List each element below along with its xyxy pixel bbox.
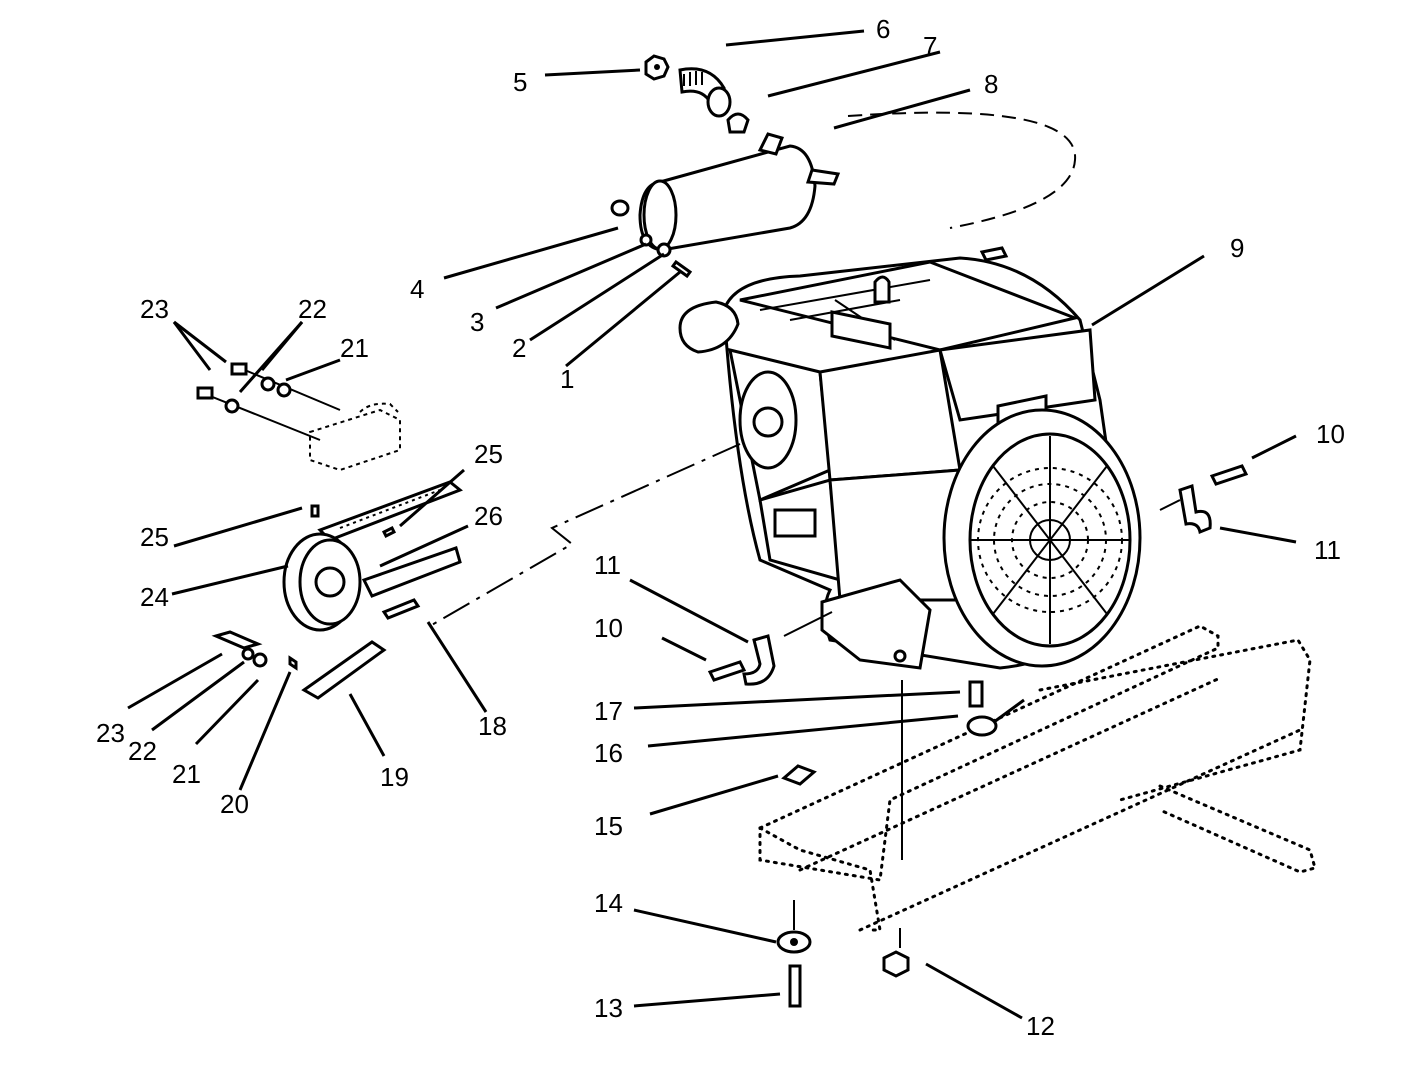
callout-13: 13 <box>594 993 623 1023</box>
callout-17: 17 <box>594 696 623 726</box>
callout-23-top: 23 <box>140 294 169 324</box>
engine <box>678 246 1142 670</box>
callout-15: 15 <box>594 811 623 841</box>
clamp-bolt-left <box>707 634 776 686</box>
callout-5: 5 <box>513 67 527 97</box>
callout-18: 18 <box>478 711 507 741</box>
callout-7: 7 <box>923 31 937 61</box>
muffler-hardware <box>610 199 693 279</box>
callout-22-top: 22 <box>298 294 327 324</box>
callout-20: 20 <box>220 789 249 819</box>
flywheel-screen <box>970 436 1130 644</box>
callout-12: 12 <box>1026 1011 1055 1041</box>
callout-24: 24 <box>140 582 169 612</box>
callout-21-top: 21 <box>340 333 369 363</box>
muffler <box>638 111 1077 252</box>
clamp-bolt-right <box>1178 464 1249 535</box>
callout-3: 3 <box>470 307 484 337</box>
callout-25-right: 25 <box>474 439 503 469</box>
callout-8: 8 <box>984 69 998 99</box>
exhaust-elbow-group <box>644 54 750 134</box>
frame <box>758 624 1317 932</box>
leader-lines <box>127 29 1297 1020</box>
callout-23-bottom: 23 <box>96 718 125 748</box>
ground-hardware <box>781 680 1025 786</box>
callout-26: 26 <box>474 501 503 531</box>
callout-2: 2 <box>512 333 526 363</box>
mount-hardware <box>776 900 910 1008</box>
callout-10-right: 10 <box>1316 419 1345 449</box>
callout-10-left: 10 <box>594 613 623 643</box>
callout-21-bottom: 21 <box>172 759 201 789</box>
callout-19: 19 <box>380 762 409 792</box>
pulley-hardware <box>211 630 387 700</box>
belt-centerline <box>429 443 741 627</box>
callout-25-left: 25 <box>140 522 169 552</box>
callout-1: 1 <box>560 364 574 394</box>
callout-9: 9 <box>1230 233 1244 263</box>
callout-11-left: 11 <box>594 550 621 580</box>
engine-mount-line <box>783 499 1181 860</box>
idler-bracket <box>196 362 401 472</box>
pulley-belt-assembly <box>282 480 463 632</box>
callout-14: 14 <box>594 888 623 918</box>
callout-16: 16 <box>594 738 623 768</box>
callout-6: 6 <box>876 14 890 44</box>
callout-4: 4 <box>410 274 424 304</box>
callout-11-right: 11 <box>1314 535 1341 565</box>
callout-labels: 1 2 3 4 5 6 7 8 9 10 10 11 11 12 13 14 1… <box>96 14 1345 1041</box>
callout-22-bottom: 22 <box>128 736 157 766</box>
